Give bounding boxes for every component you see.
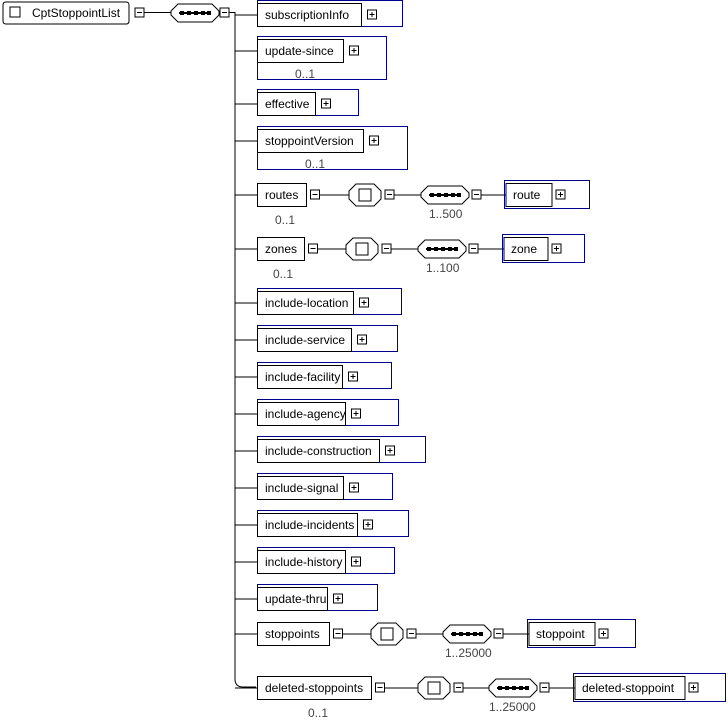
element-label: routes <box>265 188 298 202</box>
include-location-expand-icon[interactable] <box>359 297 369 308</box>
include-signal-expand-icon[interactable] <box>349 482 359 493</box>
element-label: include-facility <box>265 370 340 384</box>
element-route[interactable] <box>505 183 553 207</box>
sequence-compositor-icon <box>442 624 492 644</box>
element-include-service[interactable] <box>257 328 352 352</box>
cardinality-label: 0..1 <box>305 157 325 171</box>
sequence-collapse-icon[interactable] <box>468 243 479 254</box>
deleted-stoppoint-expand-icon[interactable] <box>688 682 699 693</box>
update-thru-expand-icon[interactable] <box>333 593 343 604</box>
cardinality-label: 0..1 <box>275 213 295 227</box>
element-include-agency[interactable] <box>257 402 346 426</box>
deleted-stoppoint-frame <box>573 673 726 702</box>
sequence-cardinality-label: 1..25000 <box>445 646 492 660</box>
include-history-expand-icon[interactable] <box>351 556 361 567</box>
zone-expand-icon[interactable] <box>551 243 562 254</box>
choice-collapse-icon[interactable] <box>453 682 464 693</box>
element-stoppoints[interactable] <box>257 622 330 646</box>
sequence-cardinality-label: 1..25000 <box>489 700 536 714</box>
element-label: include-agency <box>265 407 346 421</box>
compositor-collapse-toggle[interactable] <box>219 7 230 18</box>
stoppointversion-expand-icon[interactable] <box>369 135 379 146</box>
route-expand-icon[interactable] <box>555 189 566 200</box>
sequence-cardinality-label: 1..100 <box>426 261 460 275</box>
element-deleted-stoppoints[interactable] <box>257 676 372 700</box>
element-include-signal[interactable] <box>257 476 344 500</box>
sequence-cardinality-label: 1..500 <box>429 207 463 221</box>
element-include-incidents[interactable] <box>257 513 358 537</box>
element-label: update-thru <box>265 592 326 606</box>
sequence-collapse-icon[interactable] <box>493 628 504 639</box>
sequence-compositor-icon <box>170 3 220 23</box>
element-stoppointversion[interactable] <box>257 129 364 153</box>
element-zones[interactable] <box>257 237 305 261</box>
zones-collapse-icon[interactable] <box>308 243 318 254</box>
include-incidents-expand-icon[interactable] <box>363 519 373 530</box>
element-label: deleted-stoppoint <box>582 681 675 695</box>
element-label: route <box>513 188 541 202</box>
element-update-since[interactable] <box>257 39 344 63</box>
element-include-construction[interactable] <box>257 439 380 463</box>
element-label: include-signal <box>265 481 338 495</box>
stoppoint-expand-icon[interactable] <box>598 628 609 639</box>
cardinality-label: 0..1 <box>295 67 315 81</box>
checkbox-icon <box>9 6 21 18</box>
sequence-collapse-icon[interactable] <box>539 682 550 693</box>
element-include-location[interactable] <box>257 291 354 315</box>
choice-collapse-icon[interactable] <box>384 189 395 200</box>
include-construction-expand-icon[interactable] <box>385 445 395 456</box>
element-label: include-location <box>265 296 348 310</box>
sequence-compositor-icon <box>420 185 470 205</box>
root-collapse-toggle[interactable] <box>134 7 145 18</box>
root-element-label: CptStoppointList <box>32 6 121 20</box>
subscriptioninfo-expand-icon[interactable] <box>367 9 377 20</box>
sequence-compositor-icon <box>417 239 467 259</box>
route-frame <box>504 180 590 209</box>
element-label: effective <box>265 97 310 111</box>
deleted-stoppoints-collapse-icon[interactable] <box>375 682 385 693</box>
include-facility-expand-icon[interactable] <box>348 371 358 382</box>
element-label: include-construction <box>265 444 372 458</box>
stoppoint-frame <box>527 619 636 648</box>
sequence-compositor-icon <box>488 678 538 698</box>
element-zone[interactable] <box>503 237 549 261</box>
sequence-collapse-icon[interactable] <box>471 189 482 200</box>
include-agency-expand-icon[interactable] <box>351 408 361 419</box>
choice-compositor-icon <box>348 183 382 207</box>
element-deleted-stoppoint[interactable] <box>574 676 686 700</box>
element-label: include-service <box>265 333 345 347</box>
element-label: stoppoint <box>536 627 585 641</box>
update-since-expand-icon[interactable] <box>349 45 359 56</box>
element-include-facility[interactable] <box>257 365 343 389</box>
element-label: include-incidents <box>265 518 354 532</box>
zone-frame <box>502 234 585 263</box>
element-effective[interactable] <box>257 92 316 116</box>
element-label: deleted-stoppoints <box>265 681 363 695</box>
cardinality-label: 0..1 <box>273 267 293 281</box>
element-routes[interactable] <box>257 183 307 207</box>
element-label: include-history <box>265 555 342 569</box>
choice-compositor-icon <box>345 237 379 261</box>
choice-collapse-icon[interactable] <box>406 628 417 639</box>
cardinality-label: 0..1 <box>308 706 328 720</box>
routes-collapse-icon[interactable] <box>310 189 320 200</box>
element-label: zones <box>265 242 297 256</box>
effective-expand-icon[interactable] <box>321 98 331 109</box>
root-element[interactable]: CptStoppointList <box>2 1 130 25</box>
element-include-history[interactable] <box>257 550 346 574</box>
element-label: update-since <box>265 44 334 58</box>
choice-compositor-icon <box>417 676 451 700</box>
choice-collapse-icon[interactable] <box>381 243 392 254</box>
element-label: stoppointVersion <box>265 134 354 148</box>
choice-compositor-icon <box>370 622 404 646</box>
element-update-thru[interactable] <box>257 587 328 611</box>
element-label: zone <box>511 242 537 256</box>
include-service-expand-icon[interactable] <box>357 334 367 345</box>
element-label: stoppoints <box>265 627 320 641</box>
element-label: subscriptionInfo <box>265 8 349 22</box>
element-subscriptioninfo[interactable] <box>257 3 362 27</box>
stoppoints-collapse-icon[interactable] <box>333 628 343 639</box>
element-stoppoint[interactable] <box>528 622 596 646</box>
